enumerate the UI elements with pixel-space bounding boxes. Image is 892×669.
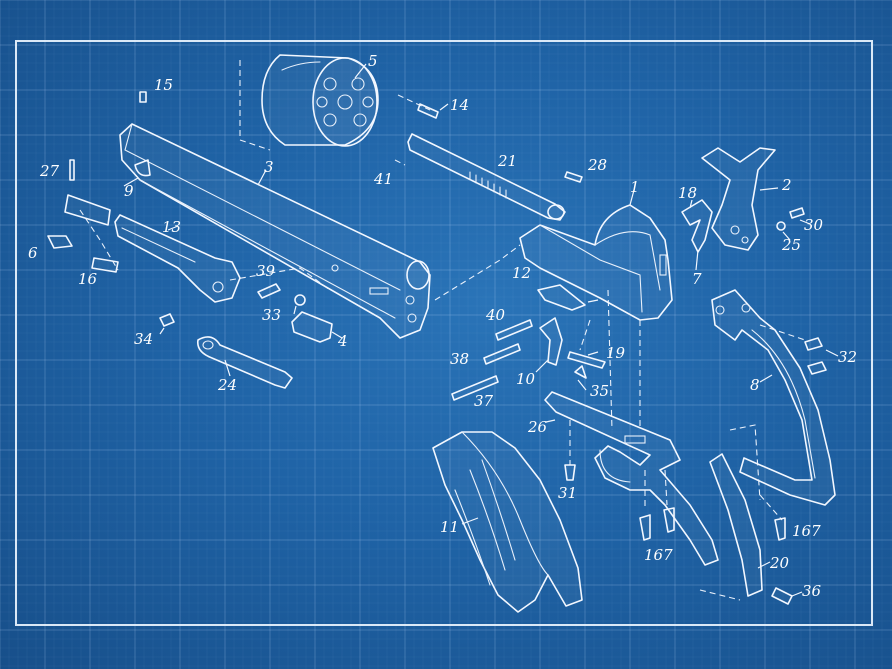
label-part-27: 27 <box>39 162 60 180</box>
label-part-5: 5 <box>368 52 378 70</box>
label-part-7: 7 <box>692 270 702 288</box>
label-part-1: 1 <box>630 178 640 196</box>
frame-part-1 <box>519 204 673 321</box>
leader-lines <box>123 63 839 597</box>
backstrap-part-8 <box>711 289 836 506</box>
barrel-part-3 <box>119 123 431 339</box>
sight-part-9 <box>134 159 151 177</box>
label-part-20: 20 <box>769 554 790 572</box>
label-part-40: 40 <box>485 306 506 324</box>
label-part-167-right: 167 <box>792 522 821 540</box>
blueprint-frame <box>15 40 873 626</box>
small-parts-left <box>47 159 119 273</box>
label-part-35: 35 <box>590 382 609 400</box>
screws-part-37-40 <box>451 319 533 401</box>
label-part-16: 16 <box>78 270 98 288</box>
loading-lever-part-13 <box>114 214 241 303</box>
label-part-4: 4 <box>337 332 348 350</box>
label-part-31: 31 <box>558 484 577 502</box>
label-part-10: 10 <box>516 370 536 388</box>
label-part-32: 32 <box>838 348 857 366</box>
label-part-18: 18 <box>678 184 697 202</box>
part-number-labels: 1 2 3 4 5 6 7 8 9 10 11 12 13 14 15 16 1… <box>28 52 857 600</box>
ramrod-part-24 <box>196 336 293 389</box>
grip-part-11 <box>432 431 583 613</box>
label-part-9: 9 <box>124 182 134 200</box>
label-part-30: 30 <box>804 216 824 234</box>
label-part-33: 33 <box>262 306 281 324</box>
screws-part-32 <box>804 337 827 375</box>
label-part-25: 25 <box>781 236 801 254</box>
label-part-37: 37 <box>474 392 494 410</box>
label-part-8: 8 <box>750 376 760 394</box>
label-part-38: 38 <box>450 350 469 368</box>
label-part-11: 11 <box>440 518 459 536</box>
cylinder-part-5 <box>261 54 379 147</box>
wedge-and-screws <box>159 283 333 343</box>
pins-top <box>139 91 583 183</box>
label-part-15: 15 <box>154 76 173 94</box>
hammer-part-2 <box>701 147 776 251</box>
label-part-6: 6 <box>28 244 38 262</box>
label-part-36: 36 <box>802 582 822 600</box>
label-part-3: 3 <box>264 158 274 176</box>
label-part-167-left: 167 <box>644 546 673 564</box>
label-part-21: 21 <box>497 152 517 170</box>
label-part-2: 2 <box>781 176 792 194</box>
label-part-39: 39 <box>256 262 276 280</box>
bolt-part-18 <box>681 199 713 253</box>
screws-right-top <box>776 207 805 231</box>
label-part-24: 24 <box>217 376 237 394</box>
label-part-28: 28 <box>587 156 607 174</box>
grip-strap-part-20 <box>709 453 763 597</box>
label-part-34: 34 <box>134 330 153 348</box>
label-part-41: 41 <box>373 170 393 188</box>
arbor-pin-part-21 <box>407 133 566 221</box>
label-part-13: 13 <box>162 218 181 236</box>
label-part-19: 19 <box>606 344 626 362</box>
screws-lower <box>564 464 793 605</box>
trigger-guard-part-26 <box>544 391 719 566</box>
assembly-guide-lines <box>79 60 806 601</box>
label-part-14: 14 <box>450 96 469 114</box>
internal-parts <box>537 284 606 379</box>
label-part-26: 26 <box>527 418 548 436</box>
label-part-12: 12 <box>512 264 531 282</box>
